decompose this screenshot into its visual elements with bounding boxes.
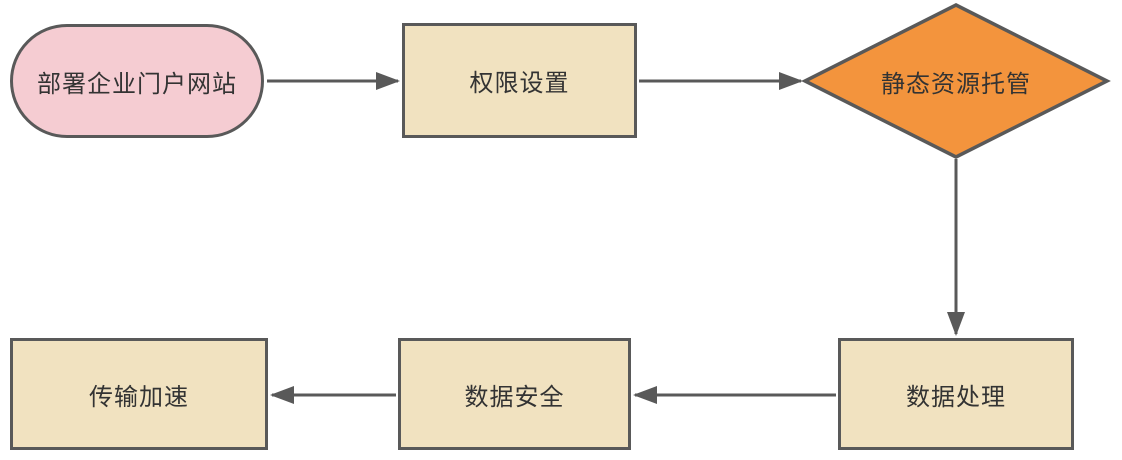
node-data-processing: 数据处理	[838, 338, 1074, 450]
node-transfer-acceleration: 传输加速	[10, 338, 268, 450]
node-static-resource-hosting-shape	[801, 3, 1111, 159]
node-deploy-portal-label: 部署企业门户网站	[37, 70, 237, 98]
node-data-security-label: 数据安全	[464, 383, 565, 411]
node-transfer-acceleration-label: 传输加速	[89, 383, 189, 411]
node-data-security: 数据安全	[398, 338, 631, 450]
node-deploy-portal: 部署企业门户网站	[10, 24, 264, 138]
node-data-processing-label: 数据处理	[906, 383, 1006, 411]
node-permission-settings: 权限设置	[402, 23, 637, 138]
node-permission-settings-label: 权限设置	[469, 70, 570, 97]
